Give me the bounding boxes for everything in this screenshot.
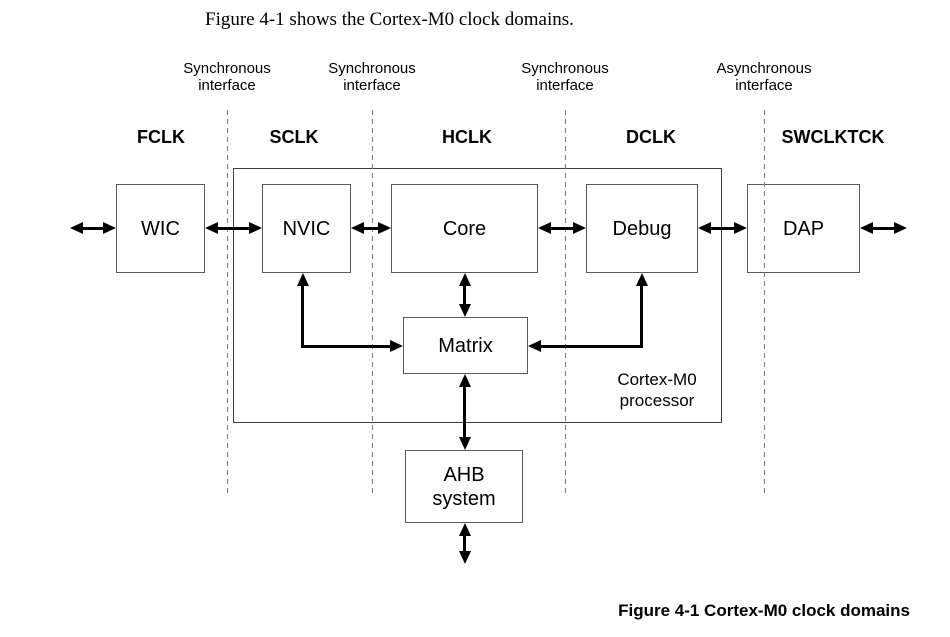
domain-boundary-line-1 bbox=[227, 110, 228, 497]
block-wic: WIC bbox=[116, 184, 205, 273]
interface-label-hclk-dclk: Synchronous interface bbox=[521, 60, 609, 94]
domain-boundary-line-4 bbox=[764, 110, 765, 497]
processor-label: Cortex-M0 processor bbox=[607, 370, 707, 411]
intro-text: Figure 4-1 shows the Cortex-M0 clock dom… bbox=[205, 9, 574, 30]
clock-label-fclk: FCLK bbox=[137, 127, 185, 147]
block-ahb-label-line1: AHB bbox=[443, 463, 485, 486]
arrowhead-right bbox=[390, 340, 403, 352]
arrowhead-left bbox=[860, 222, 873, 234]
arrow-shaft bbox=[709, 227, 736, 230]
block-matrix-label: Matrix bbox=[438, 334, 493, 357]
block-debug: Debug bbox=[586, 184, 698, 273]
arrowhead-right bbox=[249, 222, 262, 234]
block-wic-label: WIC bbox=[141, 217, 180, 240]
arrowhead-up bbox=[459, 374, 471, 387]
arrow-shaft bbox=[216, 227, 251, 230]
clock-label-dclk: DCLK bbox=[626, 127, 676, 147]
arrowhead-left bbox=[528, 340, 541, 352]
interface-label-line1: Synchronous bbox=[328, 60, 416, 77]
clock-label-hclk: HCLK bbox=[442, 127, 492, 147]
arrow-shaft bbox=[301, 284, 304, 348]
arrowhead-left bbox=[70, 222, 83, 234]
arrowhead-up bbox=[459, 273, 471, 286]
block-nvic-label: NVIC bbox=[282, 217, 331, 240]
cortex-m0-processor-boundary bbox=[233, 168, 722, 423]
arrow-shaft bbox=[362, 227, 380, 230]
arrowhead-up bbox=[297, 273, 309, 286]
block-debug-label: Debug bbox=[612, 217, 672, 240]
arrowhead-down bbox=[459, 437, 471, 450]
arrow-shaft bbox=[640, 284, 643, 348]
domain-boundary-line-2 bbox=[372, 110, 373, 497]
arrow-shaft bbox=[549, 227, 575, 230]
block-core-label: Core bbox=[442, 217, 487, 240]
arrowhead-right bbox=[378, 222, 391, 234]
arrow-shaft bbox=[81, 227, 105, 230]
domain-boundary-line-3 bbox=[565, 110, 566, 497]
interface-label-line1: Synchronous bbox=[183, 60, 271, 77]
arrowhead-right bbox=[734, 222, 747, 234]
clock-label-swclktck: SWCLKTCK bbox=[781, 127, 885, 147]
arrowhead-right bbox=[894, 222, 907, 234]
interface-label-fclk-sclk: Synchronous interface bbox=[183, 60, 271, 94]
arrow-shaft bbox=[463, 385, 466, 440]
arrow-shaft bbox=[871, 227, 896, 230]
block-ahb-label-line2: system bbox=[432, 487, 496, 510]
block-dap: DAP bbox=[747, 184, 860, 273]
block-dap-label: DAP bbox=[782, 217, 825, 240]
arrowhead-up bbox=[636, 273, 648, 286]
interface-label-line2: interface bbox=[735, 76, 793, 94]
interface-label-sclk-hclk: Synchronous interface bbox=[328, 60, 416, 94]
processor-label-line2: processor bbox=[619, 390, 695, 410]
interface-label-dclk-swclktck: Asynchronous interface bbox=[716, 60, 812, 94]
processor-label-line1: Cortex-M0 bbox=[617, 370, 697, 389]
block-ahb-system: AHB system bbox=[405, 450, 523, 523]
arrowhead-left bbox=[205, 222, 218, 234]
arrowhead-left bbox=[698, 222, 711, 234]
arrow-shaft bbox=[463, 284, 466, 306]
arrow-shaft bbox=[301, 345, 391, 348]
interface-label-line2: interface bbox=[198, 76, 256, 94]
clock-label-sclk: SCLK bbox=[269, 127, 319, 147]
arrowhead-down bbox=[459, 551, 471, 564]
interface-label-line1: Asynchronous bbox=[716, 60, 812, 77]
arrow-shaft bbox=[541, 345, 643, 348]
interface-label-line2: interface bbox=[536, 76, 594, 94]
arrowhead-down bbox=[459, 304, 471, 317]
arrowhead-right bbox=[103, 222, 116, 234]
arrowhead-left bbox=[351, 222, 364, 234]
interface-label-line1: Synchronous bbox=[521, 60, 609, 77]
figure-caption: Figure 4-1 Cortex-M0 clock domains bbox=[618, 601, 910, 620]
block-matrix: Matrix bbox=[403, 317, 528, 374]
arrowhead-left bbox=[538, 222, 551, 234]
arrow-shaft bbox=[463, 534, 466, 554]
arrowhead-up bbox=[459, 523, 471, 536]
block-core: Core bbox=[391, 184, 538, 273]
block-nvic: NVIC bbox=[262, 184, 351, 273]
arrowhead-right bbox=[573, 222, 586, 234]
interface-label-line2: interface bbox=[343, 76, 401, 94]
